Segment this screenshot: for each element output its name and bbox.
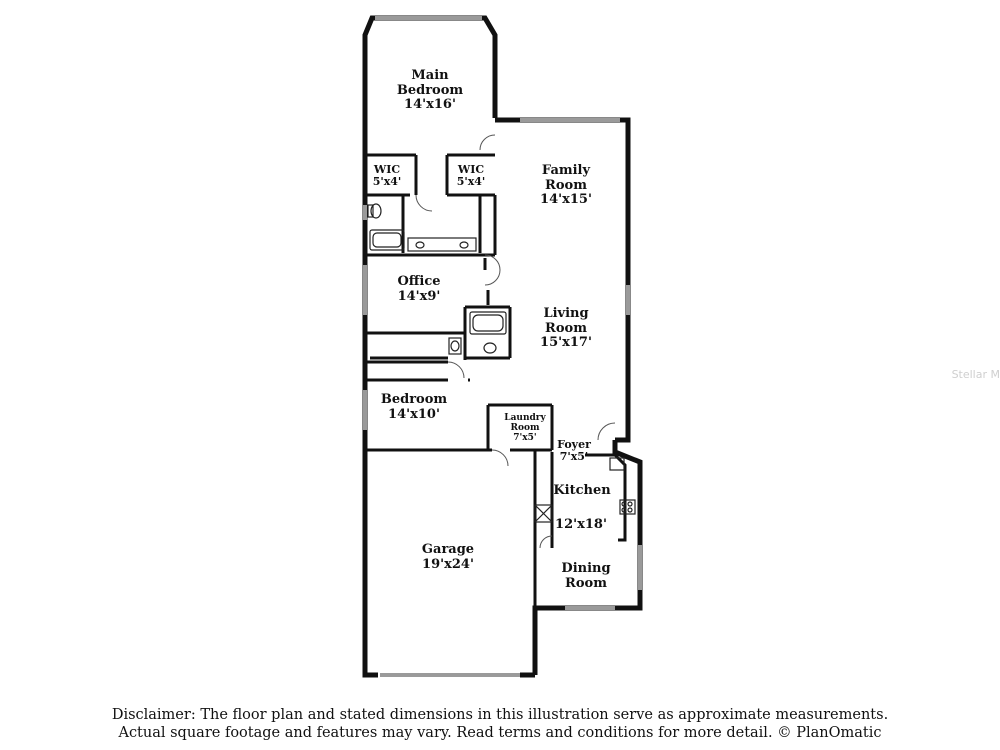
bedroom-dims: 14'x10' xyxy=(388,406,440,422)
dining-room-name-2: Room xyxy=(565,575,607,591)
foyer-name: Foyer xyxy=(557,438,591,451)
living-room-dims: 15'x17' xyxy=(540,335,592,351)
foyer-label: Foyer 7'x5' xyxy=(557,438,591,464)
foyer-dims: 7'x5' xyxy=(559,450,589,464)
main-bedroom-label: Main Bedroom 14'x16' xyxy=(396,68,464,113)
laundry-room-label: Laundry Room 7'x5' xyxy=(504,413,546,443)
kitchen-name-label: Kitchen xyxy=(553,483,611,498)
main-bedroom-name-2: Bedroom xyxy=(396,82,464,98)
dining-room-label: Dining Room xyxy=(561,561,611,591)
windows xyxy=(363,16,642,677)
office-dims: 14'x9' xyxy=(397,288,441,304)
main-bedroom-dims: 14'x16' xyxy=(404,97,456,113)
interior-walls xyxy=(365,153,627,675)
fixtures xyxy=(367,203,636,523)
family-room-dims: 14'x15' xyxy=(540,192,592,208)
living-room-name-2: Room xyxy=(545,320,587,336)
disclaimer: Disclaimer: The floor plan and stated di… xyxy=(0,706,1000,742)
wic-right-name: WIC xyxy=(457,163,485,176)
laundry-room-dims: 7'x5' xyxy=(513,433,537,444)
laundry-room-name-1: Laundry xyxy=(504,413,546,423)
watermark: Stellar M xyxy=(951,368,1000,381)
bedroom-label: Bedroom 14'x10' xyxy=(380,392,448,422)
door-swings xyxy=(415,134,616,549)
bedroom-name: Bedroom xyxy=(380,392,448,407)
family-room-name-1: Family xyxy=(541,163,591,178)
office-name: Office xyxy=(397,274,441,289)
wic-left-label: WIC 5'x4' xyxy=(372,163,402,189)
wic-left-dims: 5'x4' xyxy=(372,175,402,189)
main-bedroom-name-1: Main xyxy=(411,68,449,83)
garage-label: Garage 19'x24' xyxy=(421,542,475,572)
dining-room-name-1: Dining xyxy=(561,561,611,576)
garage-dims: 19'x24' xyxy=(422,556,474,572)
family-room-name-2: Room xyxy=(545,177,587,193)
living-room-label: Living Room 15'x17' xyxy=(540,306,592,351)
kitchen-dims-label: 12'x18' xyxy=(555,517,607,532)
wic-left-name: WIC xyxy=(373,163,401,176)
disclaimer-line-1: Disclaimer: The floor plan and stated di… xyxy=(111,707,889,723)
garage-name: Garage xyxy=(421,542,475,557)
wic-right-label: WIC 5'x4' xyxy=(456,163,486,189)
laundry-room-name-2: Room xyxy=(510,423,540,434)
living-room-name-1: Living xyxy=(543,306,589,321)
disclaimer-line-2: Actual square footage and features may v… xyxy=(118,725,882,742)
wic-right-dims: 5'x4' xyxy=(456,175,486,189)
family-room-label: Family Room 14'x15' xyxy=(540,163,592,208)
office-label: Office 14'x9' xyxy=(397,274,441,304)
